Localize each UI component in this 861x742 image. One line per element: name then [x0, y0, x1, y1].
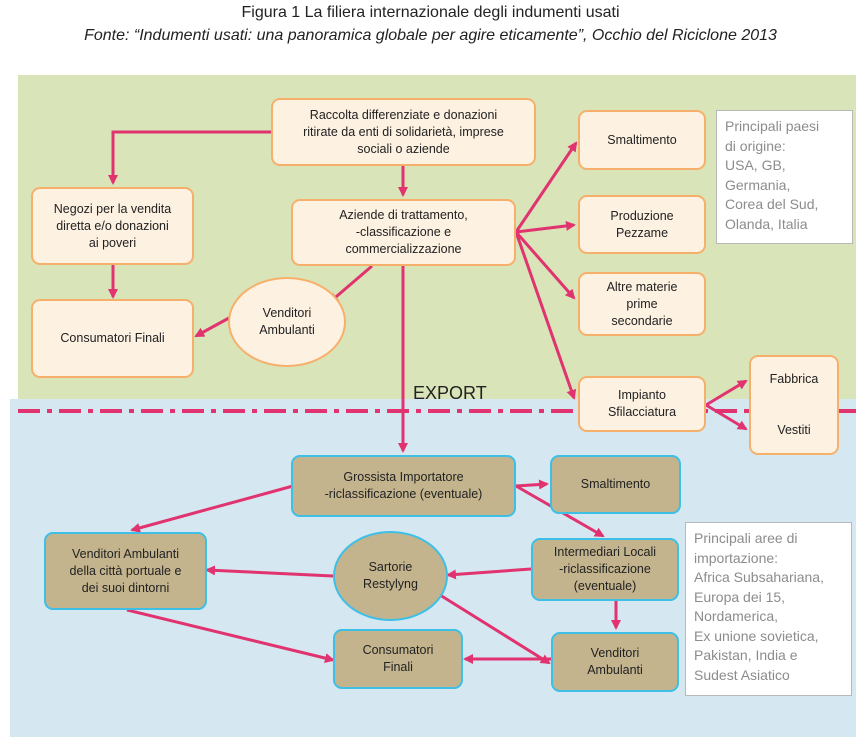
arrow-grossista-smaltimento	[515, 479, 549, 490]
node-aziende: Aziende di trattamento, -classificazione…	[291, 199, 516, 266]
arrow-impianto-fabbrica	[705, 379, 748, 407]
node-smaltimento-bottom: Smaltimento	[550, 455, 681, 514]
arrow-raccolta-negozi	[108, 130, 271, 185]
node-venditori-ambulanti-bottom: Venditori Ambulanti	[551, 632, 679, 692]
arrow-aziende-smaltimento	[514, 141, 578, 233]
figure-source: Fonte: “Indumenti usati: una panoramica …	[84, 27, 777, 44]
node-venditori-citta: Venditori Ambulanti della città portuale…	[44, 532, 207, 610]
figure-title: Figura 1 La filiera internazionale degli…	[241, 4, 620, 21]
node-smaltimento-top: Smaltimento	[578, 110, 706, 170]
node-consumatori-finali-bottom: Consumatori Finali	[333, 629, 463, 689]
arrow-aziende-venditori	[328, 264, 373, 304]
node-fabbrica-vestiti: Fabbrica Vestiti	[749, 355, 839, 455]
arrow-sartorie-venditori-bottom	[439, 593, 551, 665]
node-vestiti: Vestiti	[777, 423, 811, 437]
node-produzione-pezzame: Produzione Pezzame	[578, 195, 706, 254]
arrow-sartorie-venditori-citta	[205, 565, 334, 578]
node-grossista: Grossista Importatore -riclassificazione…	[291, 455, 516, 517]
arrow-venditori-consumatori	[194, 316, 230, 338]
node-impianto: Impianto Sfilacciatura	[578, 376, 706, 432]
node-sartorie: Sartorie Restylyng	[333, 531, 448, 621]
node-consumatori-finali-top: Consumatori Finali	[31, 299, 194, 378]
arrow-grossista-venditori-citta	[130, 484, 294, 533]
arrow-impianto-vestiti	[705, 403, 748, 431]
node-negozi: Negozi per la vendita diretta e/o donazi…	[31, 187, 194, 265]
info-aree-importazione: Principali aree di importazione: Africa …	[685, 522, 852, 696]
export-label: EXPORT	[413, 383, 487, 403]
arrow-aziende-altre-materie	[514, 231, 576, 300]
node-altre-materie: Altre materie prime secondarie	[578, 272, 706, 336]
arrow-aziende-impianto	[514, 231, 577, 400]
node-venditori-ambulanti-top: Venditori Ambulanti	[228, 277, 346, 367]
arrow-intermediari-sartorie	[446, 567, 532, 580]
node-fabbrica: Fabbrica	[769, 372, 819, 386]
arrow-venditori-citta-consumatori	[126, 608, 335, 663]
info-paesi-origine: Principali paesi di origine: USA, GB, Ge…	[716, 110, 853, 244]
node-intermediari: Intermediari Locali -riclassificazione (…	[531, 538, 679, 601]
node-raccolta: Raccolta differenziate e donazioni ritir…	[271, 98, 536, 166]
arrow-aziende-pezzame	[515, 220, 576, 234]
